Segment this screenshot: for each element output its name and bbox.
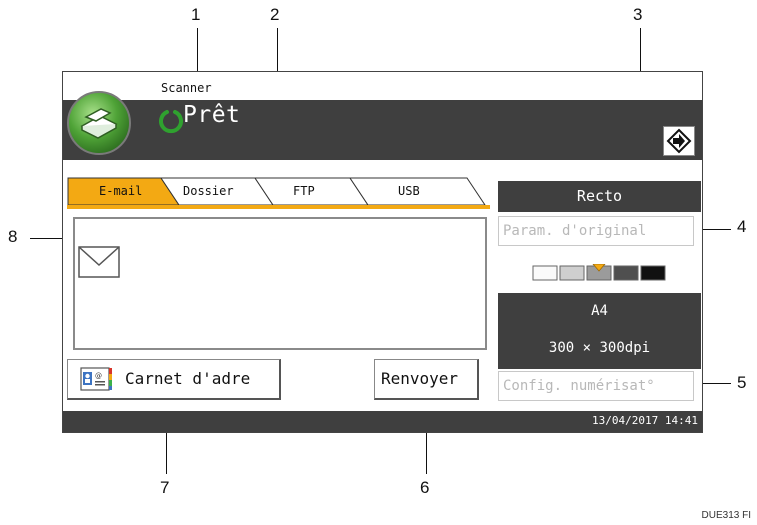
callout-line-1 (197, 28, 198, 108)
envelope-icon[interactable] (77, 245, 121, 279)
tab-usb[interactable] (349, 177, 486, 205)
tab-email-label: E-mail (99, 184, 143, 198)
callout-1: 1 (191, 5, 201, 24)
tab-dossier-label: Dossier (183, 184, 234, 198)
callout-line-8 (30, 238, 76, 239)
address-book-label: Carnet d'adre (125, 369, 251, 388)
callout-line-4 (693, 229, 731, 230)
density-marker-icon (592, 264, 606, 272)
destination-list[interactable] (73, 217, 487, 350)
status-text: Prêt (183, 102, 241, 128)
callout-7: 7 (160, 478, 170, 497)
login-button[interactable] (663, 126, 695, 156)
tab-dossier[interactable] (160, 177, 274, 205)
datetime: 13/04/2017 14:41 (592, 414, 698, 427)
original-sides-button[interactable]: Recto (498, 181, 701, 212)
callout-line-5 (693, 383, 731, 384)
svg-text:@: @ (95, 372, 102, 380)
scan-settings-button[interactable]: Config. numérisat° (498, 371, 694, 401)
resend-button[interactable] (374, 359, 479, 400)
resolution: 300 × 300dpi (548, 340, 651, 356)
original-settings-button[interactable]: Param. d'original (498, 216, 694, 246)
tab-bar (67, 177, 486, 205)
scanner-icon[interactable] (66, 90, 132, 156)
tab-underline (67, 205, 490, 209)
callout-4: 4 (737, 217, 747, 236)
scanner-screen: Scanner Prêt E-mail Dossier FTP USB @ (62, 71, 703, 433)
tab-ftp-label: FTP (293, 184, 315, 198)
login-arrow-icon (666, 128, 692, 154)
density-indicator[interactable] (532, 264, 668, 281)
callout-2: 2 (270, 5, 280, 24)
callout-5: 5 (737, 373, 747, 392)
ready-ring-icon (159, 110, 183, 134)
callout-6: 6 (420, 478, 430, 497)
figure-code: DUE313 FI (701, 510, 751, 521)
resend-label: Renvoyer (381, 369, 459, 388)
address-book-icon: @ (80, 367, 112, 391)
callout-8: 8 (8, 227, 18, 246)
app-label: Scanner (161, 81, 212, 95)
scan-size-panel (498, 293, 701, 369)
tab-usb-label: USB (398, 184, 420, 198)
callout-3: 3 (633, 5, 643, 24)
tab-ftp[interactable] (254, 177, 369, 205)
footer-bar (63, 411, 702, 432)
paper-size: A4 (591, 303, 608, 319)
